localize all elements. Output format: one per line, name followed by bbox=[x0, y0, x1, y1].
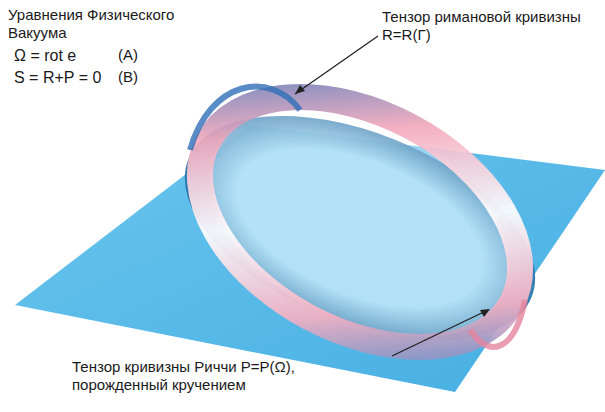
equation-tag: (B) bbox=[118, 68, 138, 86]
title: Уравнения Физического Вакуума bbox=[8, 6, 178, 42]
equation: S = R+P = 0 bbox=[14, 68, 101, 87]
arrow-head bbox=[295, 85, 305, 94]
surface-edge bbox=[190, 87, 300, 150]
leader-line bbox=[392, 310, 488, 356]
callout-label: Тензор римановой кривизны R=R(Γ) bbox=[382, 8, 582, 44]
equation: Ω = rot e bbox=[14, 46, 76, 65]
arrow-head bbox=[480, 309, 490, 317]
callout-label: Тензор кривизны Риччи P=P(Ω), порожденны… bbox=[72, 358, 372, 394]
equation-tag: (A) bbox=[118, 46, 138, 64]
leader-line bbox=[295, 36, 378, 94]
surface-edge bbox=[470, 300, 525, 347]
surface-band bbox=[157, 46, 562, 398]
